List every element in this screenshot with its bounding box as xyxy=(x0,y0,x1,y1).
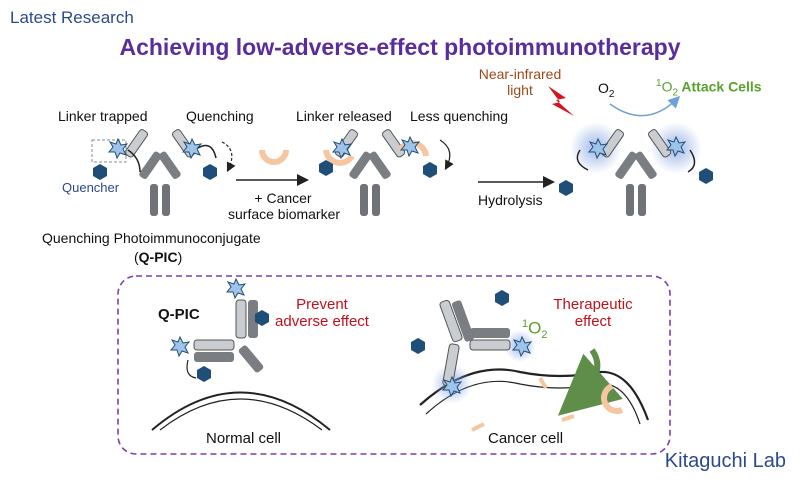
qpic-panel-label: Q-PIC xyxy=(158,306,200,323)
step1-label: + Cancer surface biomarker xyxy=(228,190,341,222)
oxygen-arrow xyxy=(609,95,681,117)
lightning-icon xyxy=(548,86,574,116)
qpic-abbrev: Q-PIC xyxy=(138,249,178,265)
nir-line2: light xyxy=(507,82,533,98)
step1-line1: + Cancer xyxy=(254,190,312,206)
nir-light-label: Near-infrared light xyxy=(470,66,570,98)
biomarker-icon xyxy=(259,149,289,165)
activated-antibody-icon xyxy=(559,122,713,217)
linker-released-label: Linker released xyxy=(296,108,392,124)
less-quenching-label: Less quenching xyxy=(410,108,509,124)
attack-cells-label: 1O2 Attack Cells xyxy=(656,78,762,99)
conjugate-abbrev-label: (Q-PIC) xyxy=(134,249,183,265)
conjugate-name-label: Quenching Photoimmunoconjugate xyxy=(42,230,261,246)
oxygen-label: O2 xyxy=(598,80,615,100)
step1-line2: surface biomarker xyxy=(228,206,341,222)
prevent-label: Prevent adverse effect xyxy=(275,296,369,330)
nir-line1: Near-infrared xyxy=(478,66,562,82)
hydrolysis-label: Hydrolysis xyxy=(478,192,543,208)
qpic-antibody-icon xyxy=(91,127,236,217)
normal-cell-inner-membrane xyxy=(159,398,323,431)
normal-cell-membrane xyxy=(151,391,331,431)
normal-cell-label: Normal cell xyxy=(206,430,282,447)
qpic-bound-antibody-icon xyxy=(170,278,269,382)
cancer-bound-antibody-icon xyxy=(411,290,624,432)
singlet-oxygen-label: 1O2 xyxy=(522,318,548,342)
cancer-cell-label: Cancer cell xyxy=(488,430,564,447)
quencher-label: Quencher xyxy=(62,180,120,195)
quenching-label: Quenching xyxy=(186,108,254,124)
released-antibody-icon xyxy=(319,127,454,217)
linker-trapped-label: Linker trapped xyxy=(58,108,148,124)
comparison-panel xyxy=(117,275,671,455)
page-title: Achieving low-adverse-effect photoimmuno… xyxy=(119,34,681,60)
lab-name: Kitaguchi Lab xyxy=(664,450,786,472)
latest-research-tag: Latest Research xyxy=(10,8,134,27)
therapeutic-label: Therapeutic effect xyxy=(553,296,633,330)
